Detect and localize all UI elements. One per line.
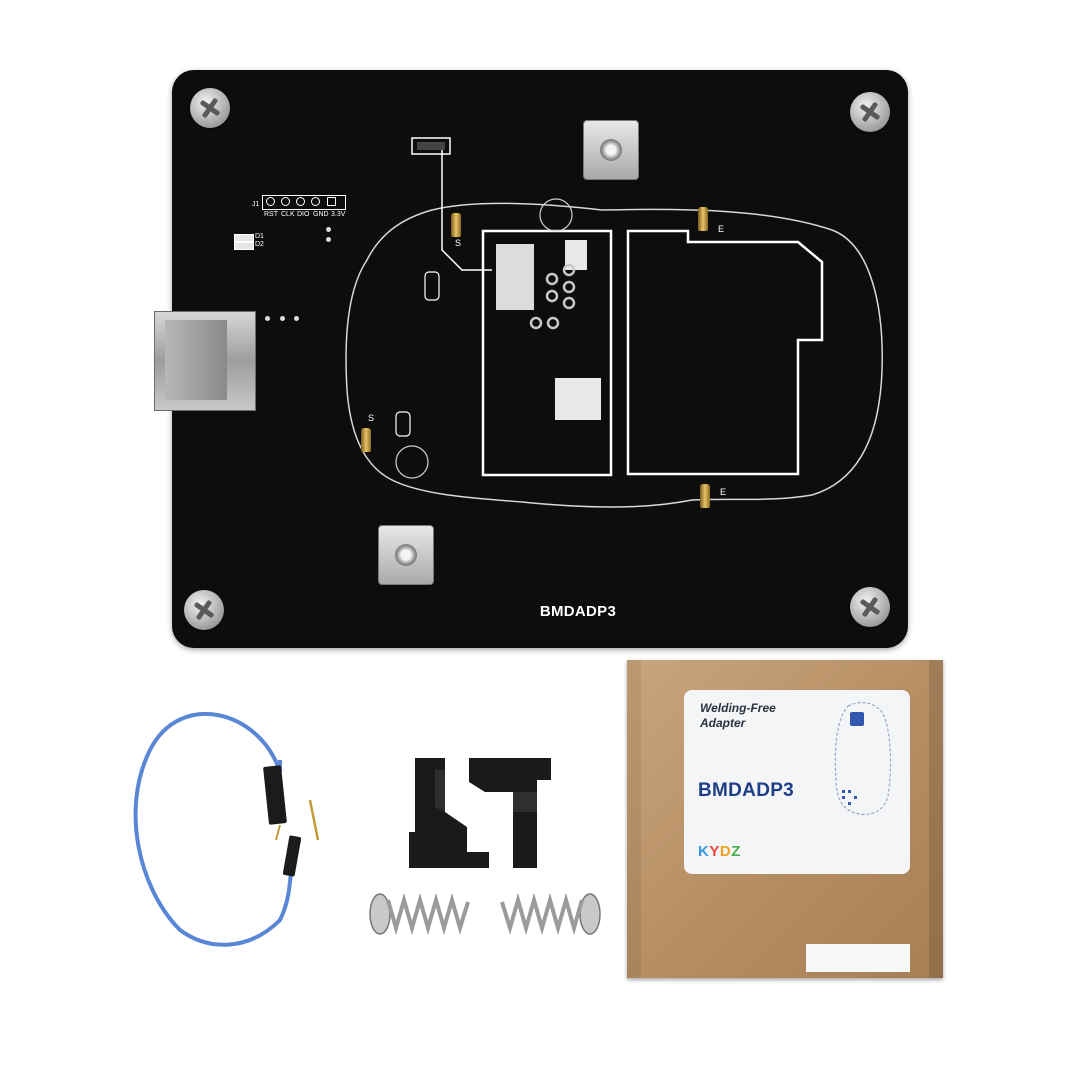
contact-label: E <box>718 224 725 234</box>
pin-label-clk: CLK <box>281 211 295 218</box>
header-id: J1 <box>252 201 260 208</box>
test-pad <box>326 237 331 242</box>
usb-connector <box>154 311 256 411</box>
box-model: BMDADP3 <box>698 780 795 801</box>
mounting-screw-top-right <box>850 92 890 132</box>
plastic-clips <box>409 758 551 868</box>
jumper-cable <box>133 711 320 947</box>
contact-label: E <box>720 487 727 497</box>
pin-label-3v3: 3.3V <box>331 211 346 218</box>
header-outline <box>262 195 346 210</box>
header-pin <box>266 197 275 206</box>
adapter-board <box>172 70 908 648</box>
header-pin <box>327 197 336 206</box>
contact-label: S <box>368 413 375 423</box>
test-pad <box>326 227 331 232</box>
pin-label-gnd: GND <box>313 211 329 218</box>
mounting-screw-bottom-left <box>184 590 224 630</box>
board-model-label: BMDADP3 <box>539 603 617 620</box>
standoff-top <box>583 120 639 180</box>
test-pad <box>265 316 270 321</box>
key-fob-illustration <box>834 702 892 816</box>
brand-logo: KYDZ <box>698 843 741 860</box>
box-sticker <box>684 690 910 874</box>
pogo-pin <box>700 484 710 508</box>
test-pad <box>280 316 285 321</box>
mounting-screw-bottom-right <box>850 587 890 627</box>
led-d1 <box>234 234 254 242</box>
spring-screws <box>369 892 601 936</box>
header-pin <box>281 197 290 206</box>
header-pin <box>296 197 305 206</box>
pin-label-rst: RST <box>264 211 278 218</box>
led-label-d2: D2 <box>255 241 264 248</box>
test-pad <box>294 316 299 321</box>
key-outline-silkscreen <box>345 137 883 508</box>
box-title: Welding-Free Adapter <box>700 701 776 730</box>
box-label-strip <box>806 944 910 972</box>
pogo-pin <box>451 213 461 237</box>
led-d2 <box>234 242 254 250</box>
mounting-screw-top-left <box>190 88 230 128</box>
pogo-pin <box>698 207 708 231</box>
pogo-pin <box>361 428 371 452</box>
pin-label-dio: DIO <box>297 211 310 218</box>
standoff-bottom <box>378 525 434 585</box>
led-label-d1: D1 <box>255 233 264 240</box>
header-pin <box>311 197 320 206</box>
contact-label: S <box>455 238 462 248</box>
